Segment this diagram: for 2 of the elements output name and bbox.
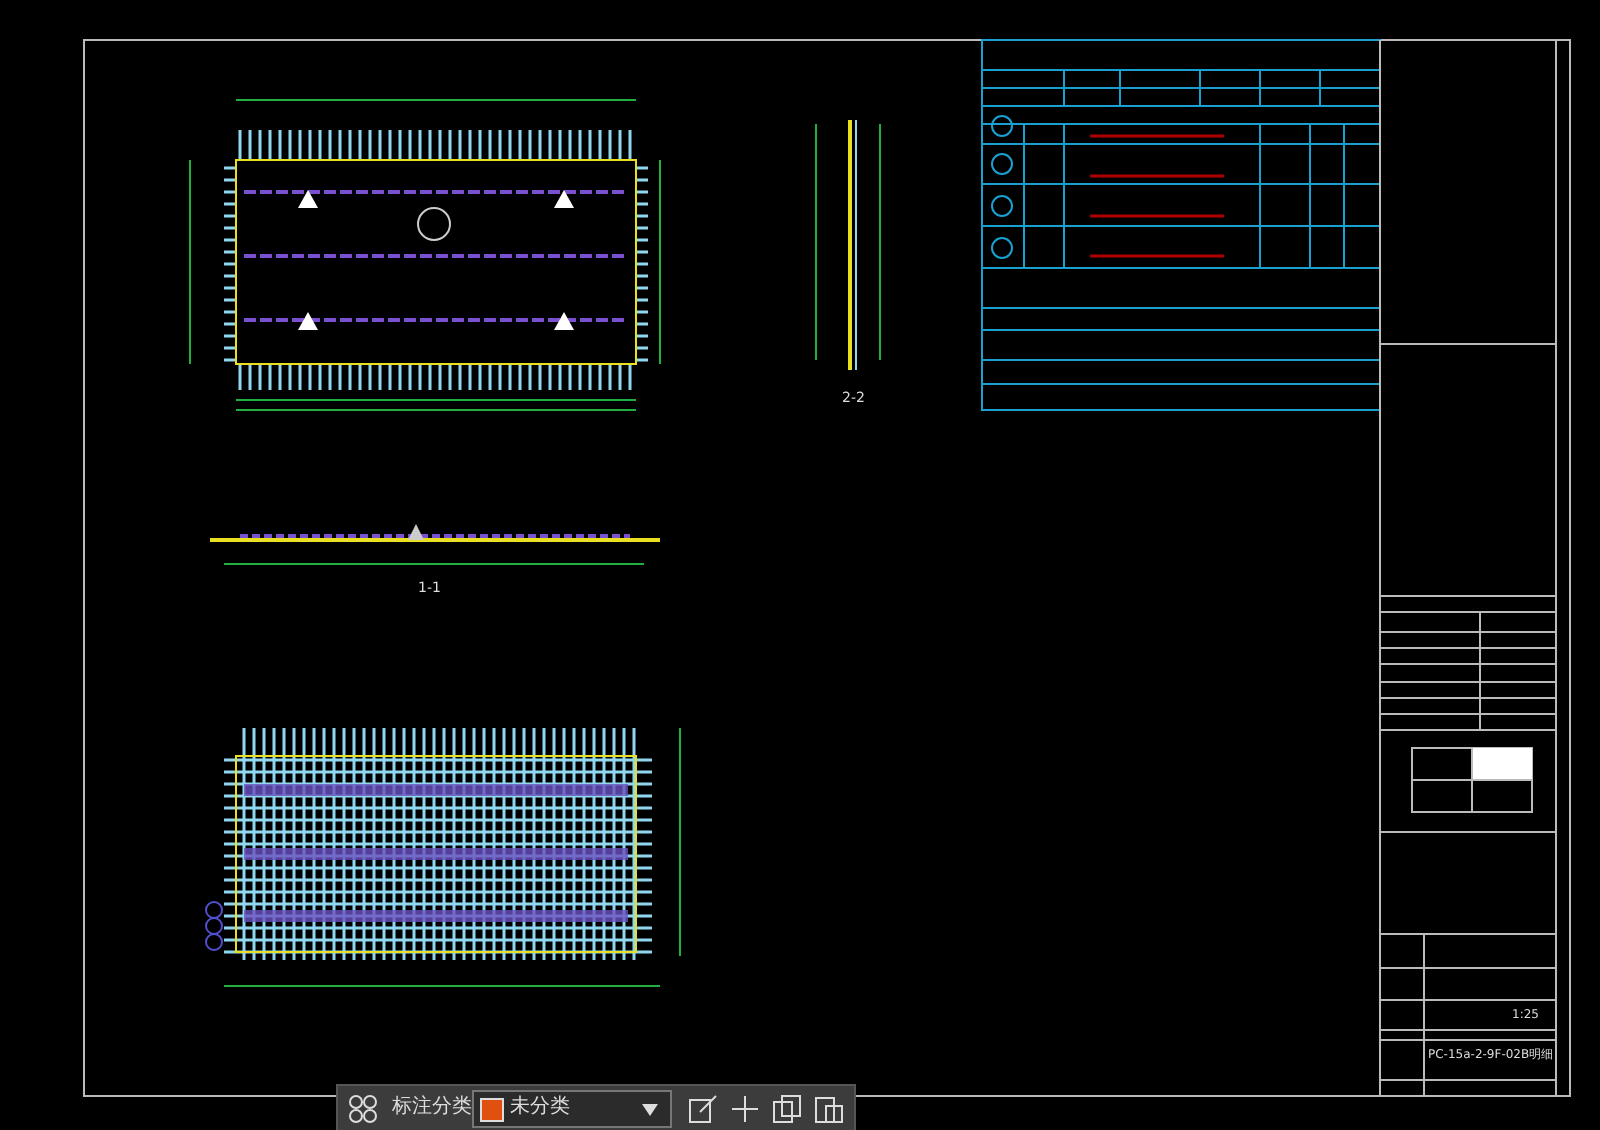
dropdown-text: 未分类 (510, 1098, 570, 1118)
toolbar-label: 标注分类 (392, 1098, 472, 1118)
